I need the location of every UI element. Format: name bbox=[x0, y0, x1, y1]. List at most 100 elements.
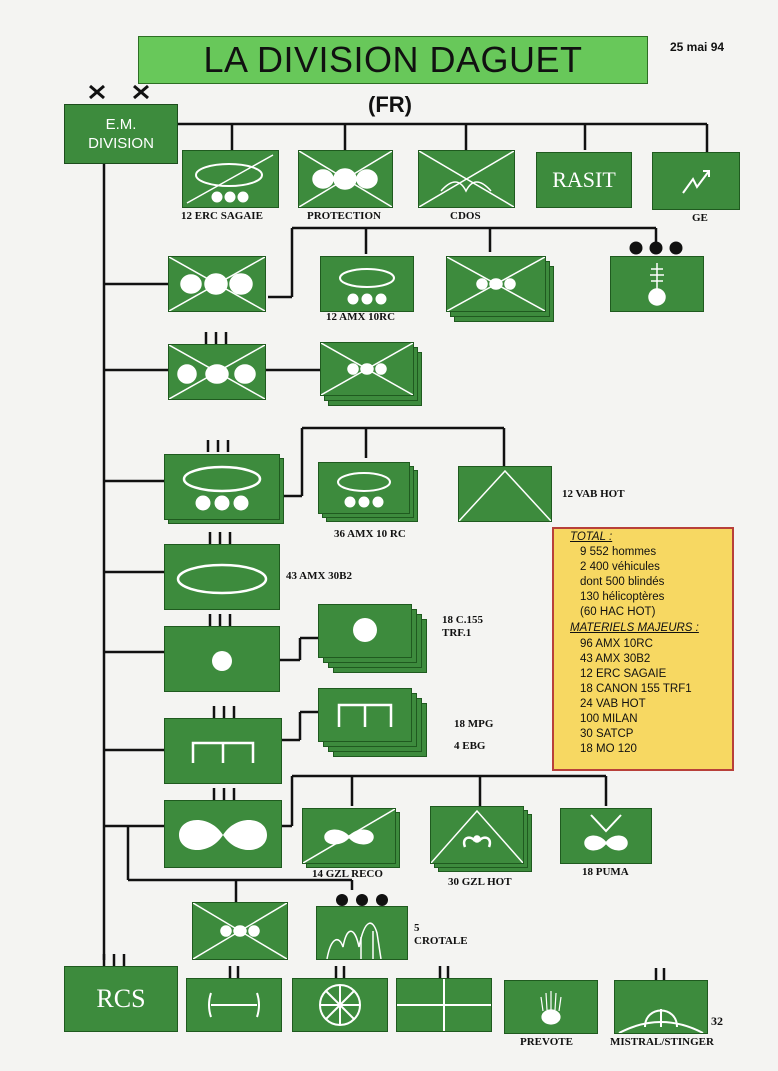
armored-recon-icon bbox=[337, 472, 391, 508]
aviation-icon bbox=[179, 819, 267, 851]
hq-line2: DIVISION bbox=[88, 135, 154, 152]
unit-marks-icon bbox=[334, 966, 346, 978]
unit-ge bbox=[652, 152, 740, 210]
regiment-marks-icon bbox=[208, 532, 232, 544]
regiment-marks-icon bbox=[212, 706, 236, 718]
unit-artillery-regiment bbox=[164, 626, 280, 692]
totals-item: (60 HAC HOT) bbox=[580, 606, 656, 618]
label-mistral: MISTRAL/STINGER bbox=[610, 1036, 714, 1048]
echelon-dots-icon bbox=[336, 894, 388, 906]
unit-medical bbox=[396, 978, 492, 1032]
rasit-text: RASIT bbox=[552, 167, 616, 192]
materiel-item: 43 AMX 30B2 bbox=[580, 653, 651, 665]
label-ge: GE bbox=[692, 212, 708, 224]
unit-engineer-regiment bbox=[164, 718, 282, 784]
air-defense-missile-icon bbox=[326, 922, 382, 959]
label-gzl-hot: 30 GZL HOT bbox=[448, 876, 512, 888]
unit-infantry-stack bbox=[446, 256, 546, 312]
unit-gzl-hot bbox=[430, 806, 524, 864]
label-crotale-line2: CROTALE bbox=[414, 935, 468, 947]
totals-item: dont 500 blindés bbox=[580, 576, 665, 588]
date-label: 25 mai 94 bbox=[670, 40, 725, 54]
totals-box: TOTAL : 9 552 hommes 2 400 véhicules don… bbox=[552, 527, 734, 771]
unit-mistral bbox=[614, 980, 708, 1034]
unit-crotale bbox=[316, 906, 408, 960]
antitank-helicopter-icon bbox=[431, 809, 523, 863]
unit-prevote bbox=[504, 980, 598, 1034]
engineer-icon bbox=[191, 741, 255, 763]
unit-c155 bbox=[318, 604, 412, 658]
infantry-cross-icon bbox=[447, 257, 545, 311]
helicopter-icon bbox=[648, 263, 666, 306]
medical-cross-icon bbox=[397, 979, 491, 1031]
totals-item: 9 552 hommes bbox=[580, 546, 657, 558]
unit-regiment-infantry-row3 bbox=[168, 344, 266, 400]
unit-marks-icon bbox=[654, 968, 666, 980]
page-title: LA DIVISION DAGUET bbox=[138, 36, 648, 84]
page-number: 32 bbox=[711, 1014, 723, 1028]
materiel-heading: MATERIELS MAJEURS : bbox=[570, 622, 699, 634]
unit-amx10rc-36 bbox=[318, 462, 410, 514]
unit-infantry-stack-row3 bbox=[320, 342, 414, 396]
cavalry-recon-icon bbox=[186, 154, 274, 204]
artillery-icon bbox=[353, 618, 377, 642]
unit-transport bbox=[186, 978, 282, 1032]
unit-maintenance bbox=[292, 978, 388, 1032]
infantry-cross-icon bbox=[169, 345, 265, 399]
grenade-flame-icon bbox=[540, 991, 562, 1025]
label-crotale-line1: 5 bbox=[414, 922, 420, 934]
unit-aviation-regiment bbox=[164, 800, 282, 868]
hq-line1: E.M. bbox=[105, 116, 137, 133]
label-amx30b2: 43 AMX 30B2 bbox=[286, 570, 352, 582]
armor-icon bbox=[176, 563, 268, 595]
echelon-dots-icon bbox=[629, 241, 683, 255]
unit-puma bbox=[560, 808, 652, 864]
unit-mpg bbox=[318, 688, 412, 742]
regiment-marks-icon bbox=[204, 332, 228, 344]
totals-item: 2 400 véhicules bbox=[580, 561, 660, 573]
regiment-marks-icon bbox=[206, 440, 230, 452]
totals-item: 130 hélicoptères bbox=[580, 591, 665, 603]
label-c155: 18 C.155 TRF.1 bbox=[442, 614, 483, 640]
materiel-item: 30 SATCP bbox=[580, 728, 634, 740]
label-c155-line2: TRF.1 bbox=[442, 627, 472, 639]
regiment-marks-icon bbox=[208, 614, 232, 626]
label-ebg: 4 EBG bbox=[454, 740, 486, 752]
commando-icon bbox=[419, 151, 514, 207]
artillery-icon bbox=[212, 651, 232, 671]
materiel-item: 96 AMX 10RC bbox=[580, 638, 653, 650]
label-cdos: CDOS bbox=[450, 210, 481, 222]
air-defense-dome-icon bbox=[618, 1009, 704, 1033]
rcs-text: RCS bbox=[96, 984, 146, 1013]
label-erc-sagaie: 12 ERC SAGAIE bbox=[181, 210, 263, 222]
unit-marks-icon bbox=[228, 966, 240, 978]
electronic-warfare-icon bbox=[682, 170, 710, 194]
unit-infantry-row9 bbox=[192, 902, 288, 960]
unit-vab-hot bbox=[458, 466, 552, 522]
unit-regiment-infantry-row2 bbox=[168, 256, 266, 312]
unit-helicopter-regiment bbox=[610, 256, 704, 312]
label-crotale: 5 CROTALE bbox=[414, 922, 468, 948]
unit-amx30b2 bbox=[164, 544, 280, 610]
materiel-item: 12 ERC SAGAIE bbox=[580, 668, 667, 680]
recon-helicopter-icon bbox=[303, 809, 395, 863]
division-echelon-icon bbox=[89, 84, 149, 100]
infantry-cross-icon bbox=[321, 343, 413, 395]
label-amx10rc-36: 36 AMX 10 RC bbox=[334, 528, 406, 540]
hq-division-box: E.M. DIVISION bbox=[64, 104, 178, 164]
label-mpg: 18 MPG bbox=[454, 718, 494, 730]
unit-cdos bbox=[418, 150, 515, 208]
label-vab-hot: 12 VAB HOT bbox=[562, 488, 625, 500]
unit-amx10rc-12 bbox=[320, 256, 414, 312]
unit-protection bbox=[298, 150, 393, 208]
maintenance-wheel-icon bbox=[319, 984, 361, 1026]
label-prevote: PREVOTE bbox=[520, 1036, 573, 1048]
materiel-item: 18 MO 120 bbox=[580, 743, 637, 755]
label-amx10rc-12: 12 AMX 10RC bbox=[326, 311, 396, 323]
label-protection: PROTECTION bbox=[307, 210, 381, 222]
label-gzl-reco: 14 GZL RECO bbox=[312, 868, 383, 880]
infantry-cross-icon bbox=[299, 151, 392, 207]
materiel-item: 100 MILAN bbox=[580, 713, 638, 725]
